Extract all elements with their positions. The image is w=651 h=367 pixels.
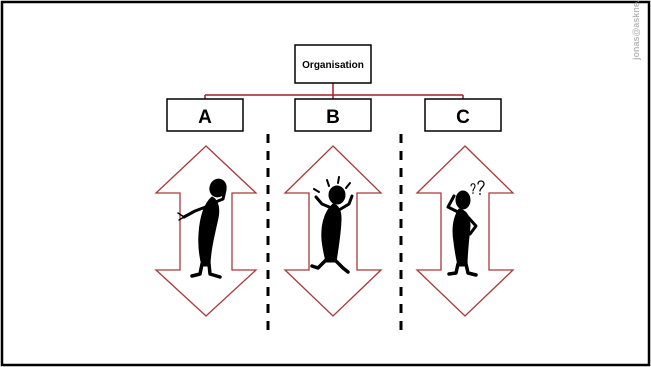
unit-label-c: C bbox=[456, 107, 470, 128]
org-root-label: Organisation bbox=[302, 60, 364, 71]
watermark: jonas@askne.se bbox=[631, 0, 641, 60]
thinking-figure-icon bbox=[177, 178, 227, 279]
unit-label-a: A bbox=[198, 107, 212, 128]
unit-box-c bbox=[424, 98, 502, 132]
org-root-box bbox=[294, 44, 372, 84]
confused-figure-icon bbox=[446, 180, 485, 277]
frustrated-figure-icon bbox=[310, 176, 354, 274]
unit-box-b bbox=[294, 98, 372, 132]
unit-label-b: B bbox=[326, 107, 340, 128]
unit-box-a bbox=[166, 98, 244, 132]
org-connectors bbox=[204, 82, 464, 99]
